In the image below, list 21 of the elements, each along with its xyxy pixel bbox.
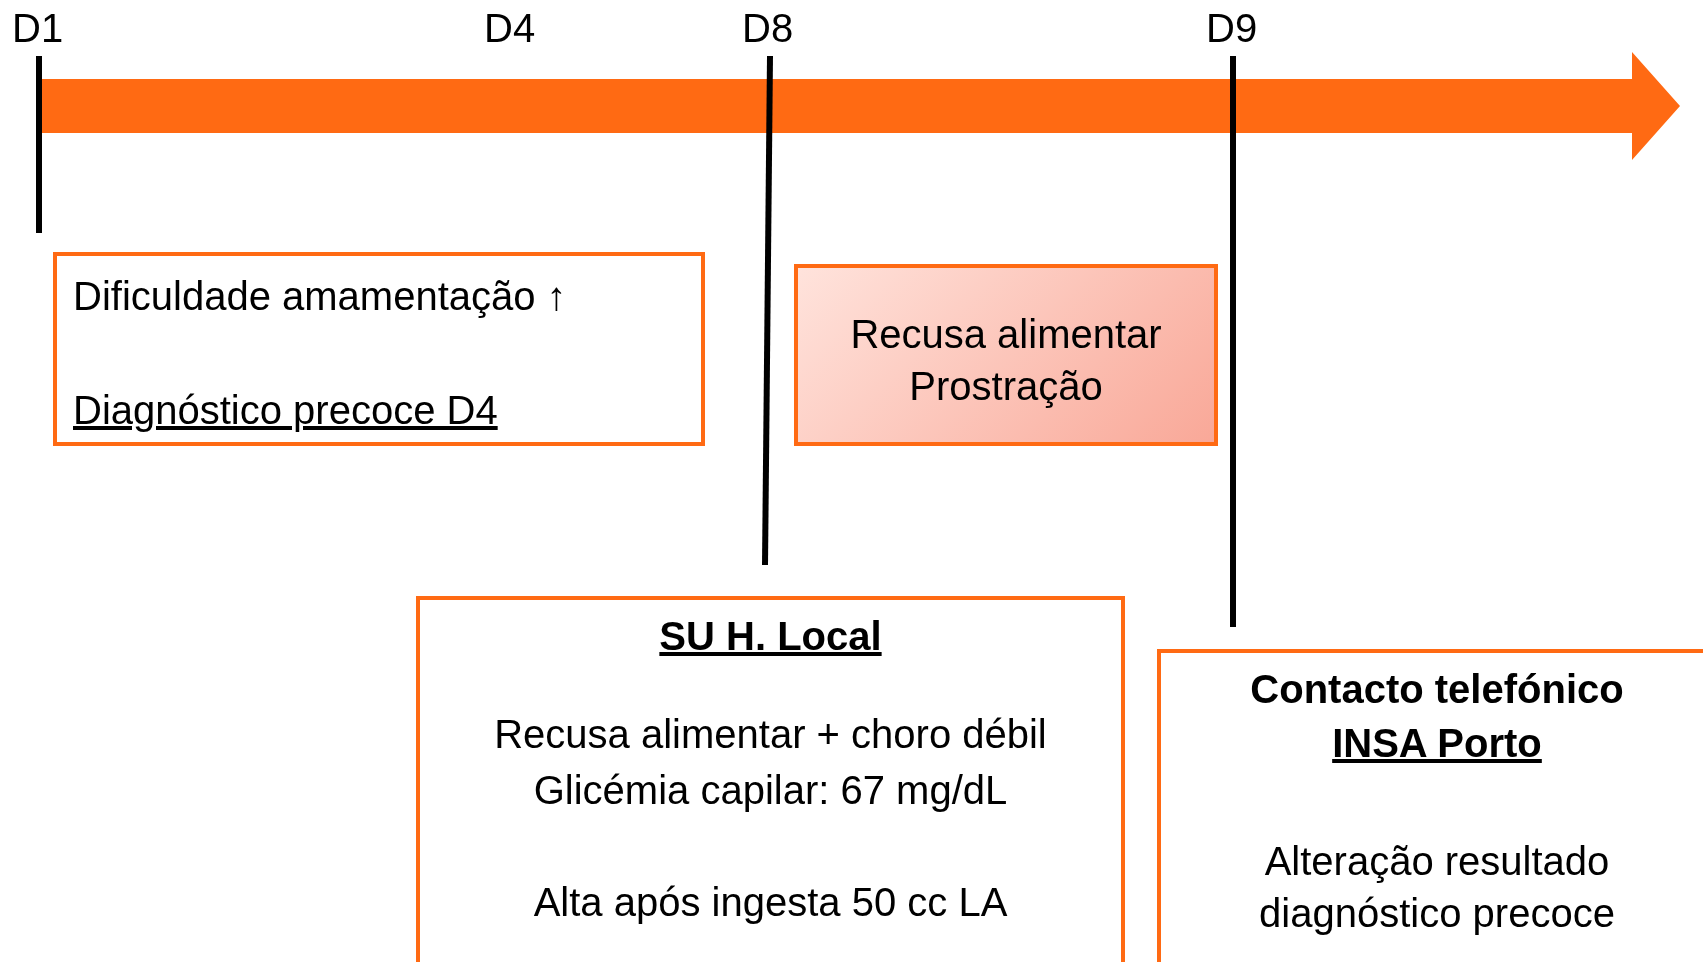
event-text: Glicémia capilar: 67 mg/dL (532, 768, 1009, 813)
event-heading: SU H. Local (658, 614, 883, 659)
tick-line (36, 56, 42, 233)
event-box (416, 596, 1125, 962)
event-box (794, 264, 1218, 446)
event-heading: Contacto telefónico (1249, 667, 1625, 712)
tick-line (762, 55, 773, 566)
event-heading: INSA Porto (1331, 721, 1543, 766)
event-box (1157, 649, 1703, 962)
day-label: D1 (12, 6, 64, 51)
event-text: Alteração resultado diagnóstico precoce (1258, 838, 1616, 937)
day-label: D4 (484, 6, 536, 51)
event-text: Diagnóstico precoce D4 (73, 388, 498, 433)
event-text: Alta após ingesta 50 cc LA (532, 880, 1009, 925)
day-label: D9 (1206, 6, 1258, 51)
event-text: Dificuldade amamentação ↑ (73, 274, 567, 319)
event-box (53, 252, 705, 446)
day-label: D8 (742, 6, 794, 51)
event-text: Recusa alimentar + choro débil (493, 712, 1048, 757)
tick-line (1230, 56, 1236, 627)
event-text: Recusa alimentar Prostração (849, 311, 1163, 410)
